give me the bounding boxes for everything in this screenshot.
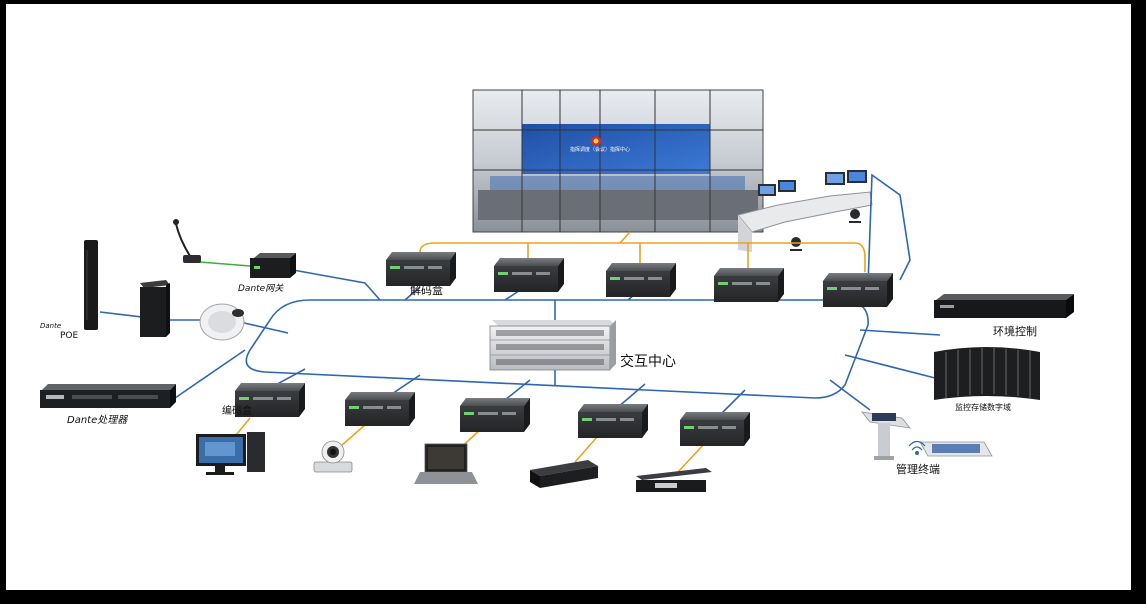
environment-controller [934, 294, 1074, 318]
management-terminal [861, 411, 911, 460]
decoder-box [606, 263, 676, 297]
box-speaker [140, 280, 170, 337]
column-speaker [84, 240, 98, 330]
dvr-recorder [636, 468, 712, 492]
decoder-box [494, 258, 564, 292]
storage-rack [934, 347, 1040, 400]
gooseneck-microphone [173, 219, 201, 263]
video-wall: 指挥调度（会议）指挥中心 [472, 89, 764, 233]
dante-processor [40, 384, 176, 408]
decoder-box [823, 273, 893, 307]
dante-brand-poe: Dante [40, 322, 61, 330]
dante-gateway [250, 253, 296, 278]
encoder-box [680, 412, 750, 446]
laptop [414, 443, 478, 484]
encoder-box [345, 392, 415, 426]
ceiling-speaker [199, 303, 245, 341]
management-terminal-label: 管理终端 [896, 462, 940, 476]
decoder-box [386, 252, 456, 286]
interaction-center-label: 交互中心 [620, 353, 676, 370]
core-switch [489, 320, 616, 371]
network-ring [245, 299, 869, 399]
mic-link [199, 261, 251, 267]
set-top-box [530, 460, 598, 488]
dante-processor-label: Dante处理器 [67, 414, 128, 426]
desktop-pc [196, 432, 265, 475]
tablet-terminal [919, 441, 993, 457]
encoder-box-label: 编码盒 [222, 404, 252, 417]
encoder-box [460, 398, 530, 432]
environment-control-label: 环境控制 [993, 324, 1037, 338]
decoder-bus [419, 231, 866, 272]
decoder-box [714, 268, 784, 302]
dante-gateway-label: Dante网关 [238, 283, 284, 294]
dante-poe-label: POE [60, 331, 79, 341]
wall-title: 指挥调度（会议）指挥中心 [570, 146, 630, 153]
monitor-storage-label: 监控存储数字域 [955, 402, 1011, 412]
encoder-box [578, 404, 648, 438]
ptz-camera [313, 440, 353, 473]
decoder-box-label: 解码盒 [410, 283, 443, 297]
wifi-icon [908, 440, 926, 456]
